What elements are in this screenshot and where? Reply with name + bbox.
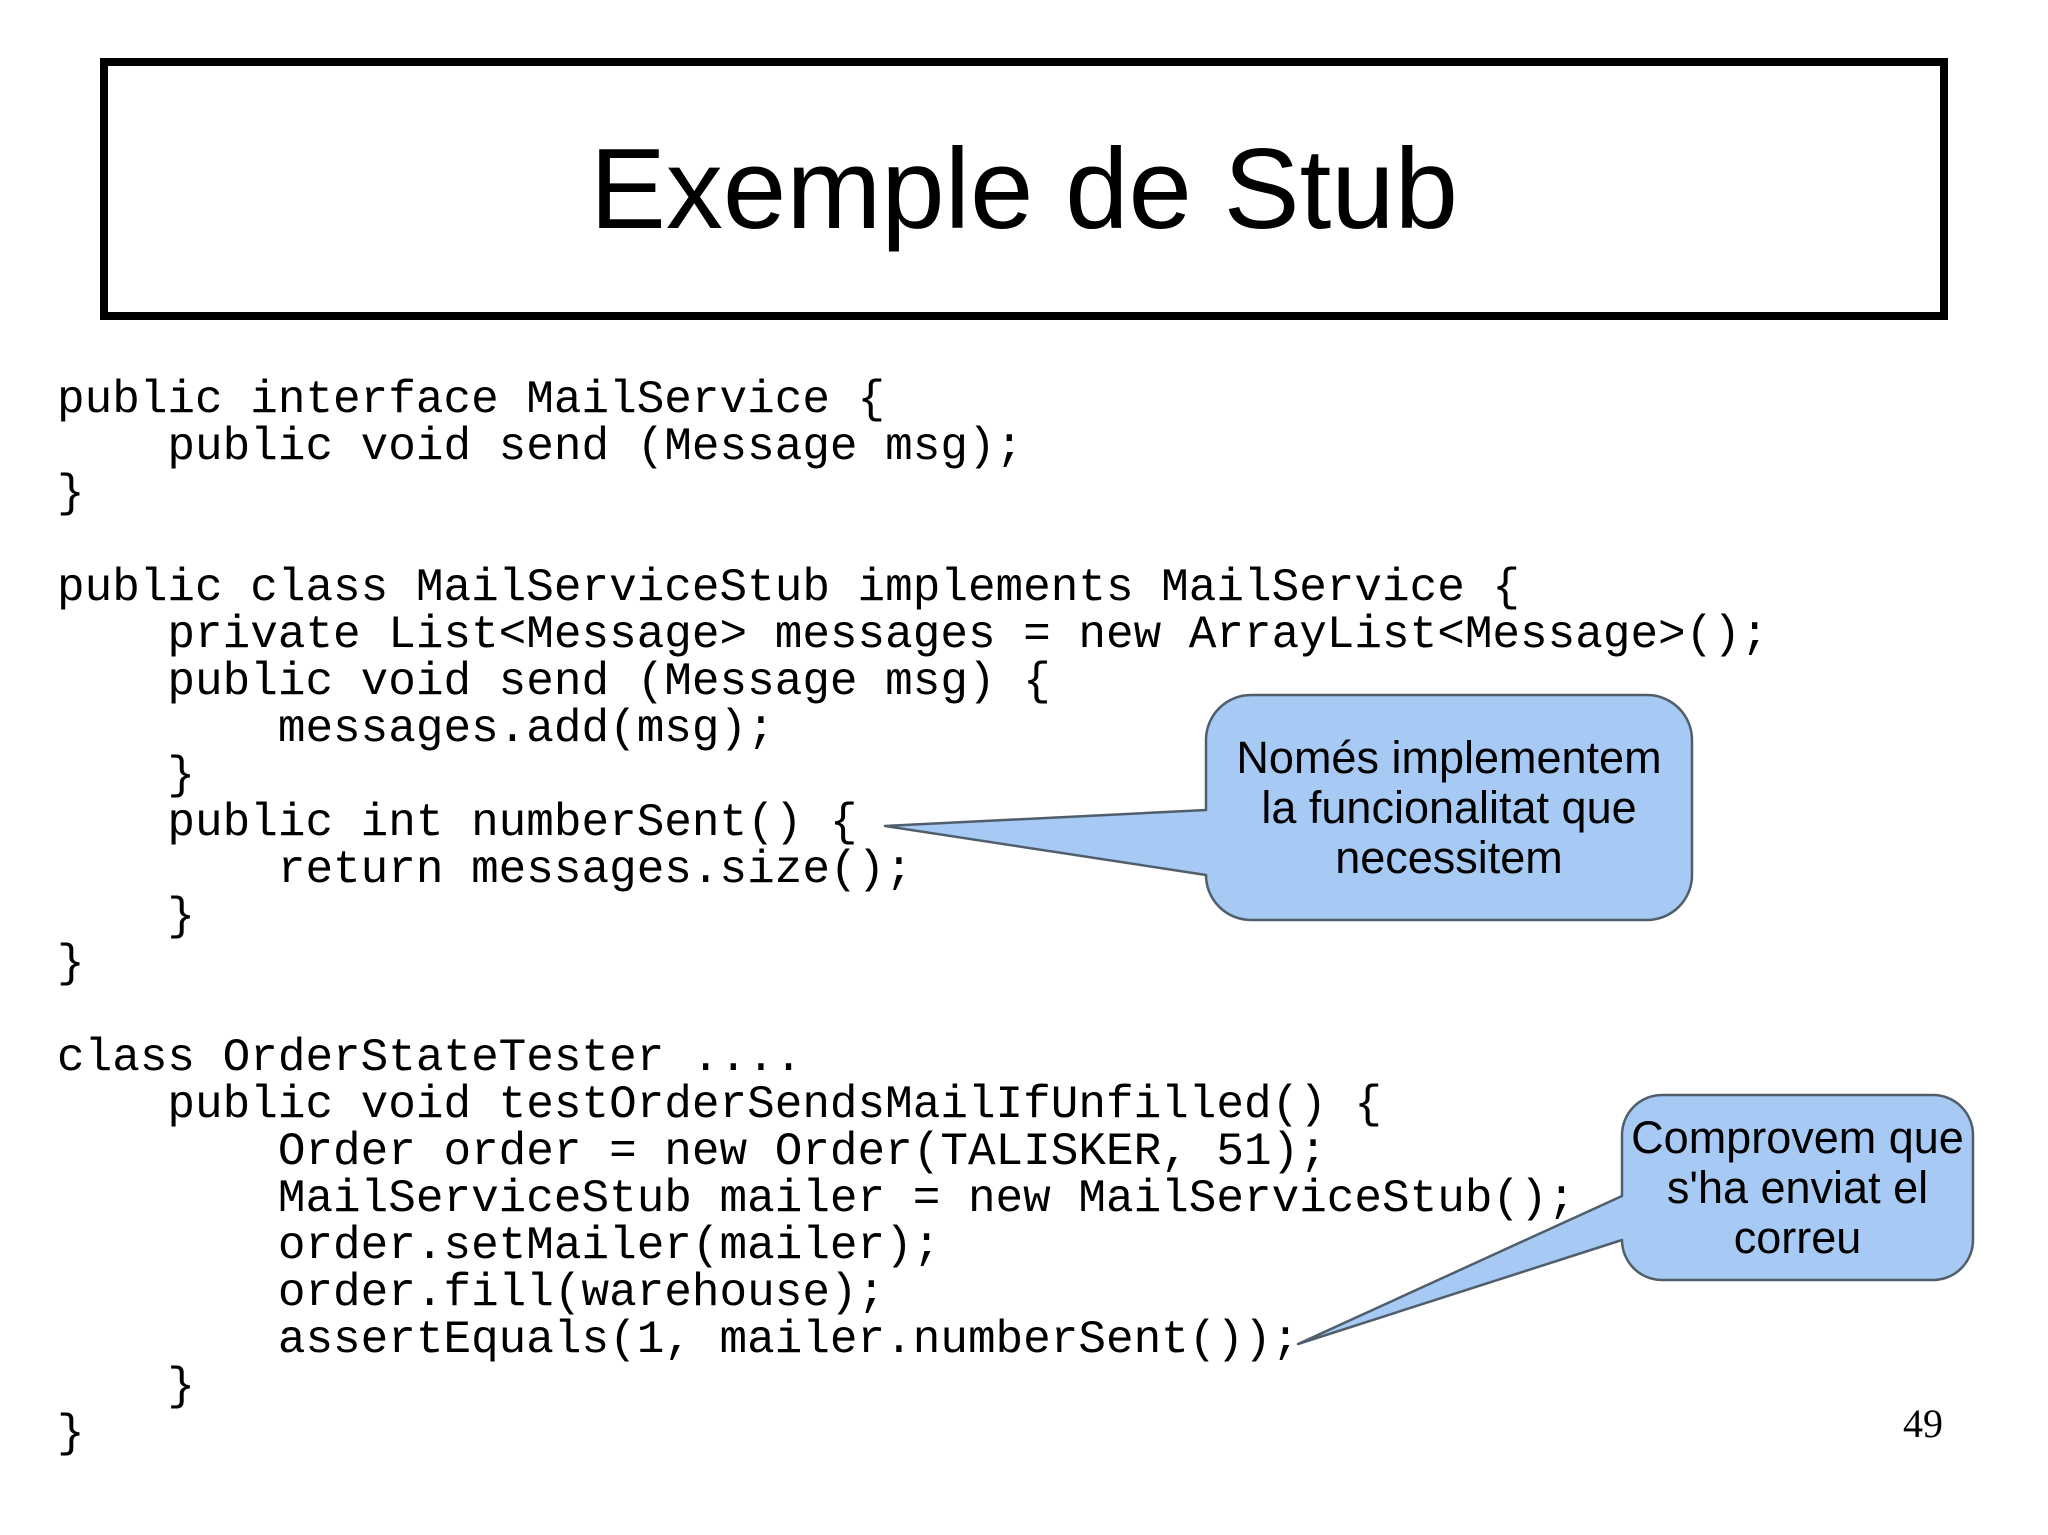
callout-2-line-1: Comprovem que (1631, 1111, 1964, 1163)
callout-2: Comprovem que s'ha enviat el correu (1622, 1095, 1973, 1280)
slide-title: Exemple de Stub (589, 125, 1459, 253)
callout-1-line-3: necessitem (1335, 831, 1563, 883)
callout-2-line-2: s'ha enviat el (1666, 1161, 1929, 1213)
callout-1-line-2: la funcionalitat que (1261, 781, 1637, 833)
code-block: public interface MailService { public vo… (57, 374, 1769, 1460)
callout-2-line-3: correu (1733, 1211, 1862, 1263)
callout-1-line-1: Només implementem (1236, 731, 1662, 783)
callout-1: Només implementem la funcionalitat que n… (1206, 695, 1692, 920)
page-number: 49 (1903, 1401, 1943, 1446)
title-box: Exemple de Stub (100, 58, 1948, 320)
